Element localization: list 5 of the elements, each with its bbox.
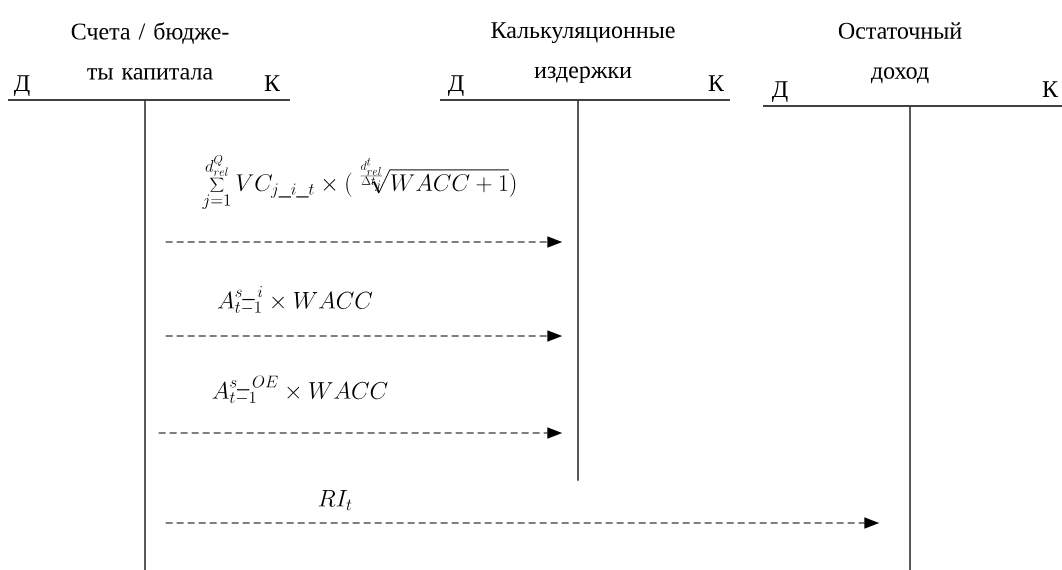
edge-label: $A_{t-1}^{s\_\,i}\times WACC$ bbox=[217, 286, 373, 313]
edge-label: $RI_{t}$ bbox=[318, 490, 352, 511]
edge-label: $\sum_{j=1}^{d_{rel}^{Q}} VC_{j\_i\_t}\times\Bigl(\sqrt[\frac{d_{rel}^{t}}{\Delta t_j}]{WACC+1}\Bigr)$ bbox=[202, 155, 516, 209]
t-account: Остаточный доход Д К bbox=[762, 22, 1062, 570]
edge-label: $A_{t-1}^{s\_\,OE}\times WACC$ bbox=[212, 375, 388, 403]
